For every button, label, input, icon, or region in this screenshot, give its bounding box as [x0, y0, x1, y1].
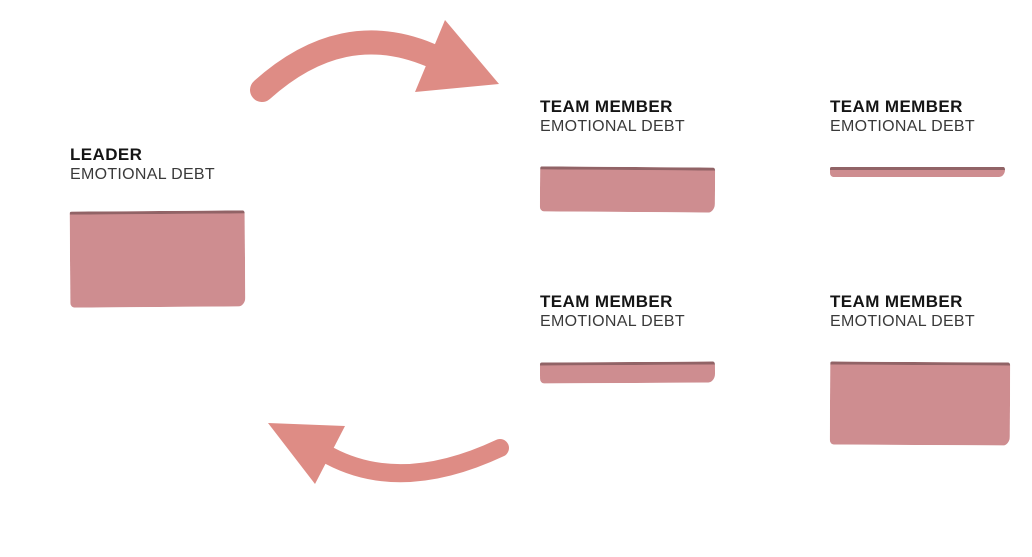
leader-title: LEADER [70, 145, 143, 164]
leader-to-team-arrow [250, 20, 499, 102]
leader-debt-bar [69, 210, 246, 308]
team-member-subtitle: EMOTIONAL DEBT [540, 313, 685, 330]
team-member-debt-bar [829, 361, 1011, 446]
team-member-block-3: TEAM MEMBER EMOTIONAL DEBT [539, 292, 730, 384]
leader-subtitle: EMOTIONAL DEBT [70, 166, 215, 183]
team-member-title: TEAM MEMBER [540, 97, 673, 116]
team-member-block-4: TEAM MEMBER EMOTIONAL DEBT [829, 292, 1020, 446]
leader-block: LEADER EMOTIONAL DEBT [69, 145, 260, 308]
team-member-block-2: TEAM MEMBER EMOTIONAL DEBT [830, 97, 1020, 177]
team-member-subtitle: EMOTIONAL DEBT [830, 313, 975, 330]
team-member-debt-bar [830, 167, 1005, 177]
team-member-subtitle: EMOTIONAL DEBT [830, 118, 975, 135]
team-member-block-1: TEAM MEMBER EMOTIONAL DEBT [539, 97, 730, 213]
team-member-debt-bar [539, 361, 716, 384]
team-member-subtitle: EMOTIONAL DEBT [540, 118, 685, 135]
team-member-title: TEAM MEMBER [830, 292, 963, 311]
team-member-title: TEAM MEMBER [540, 292, 673, 311]
team-member-debt-bar [539, 166, 716, 213]
team-to-leader-arrow [268, 423, 509, 484]
team-member-title: TEAM MEMBER [830, 97, 963, 116]
